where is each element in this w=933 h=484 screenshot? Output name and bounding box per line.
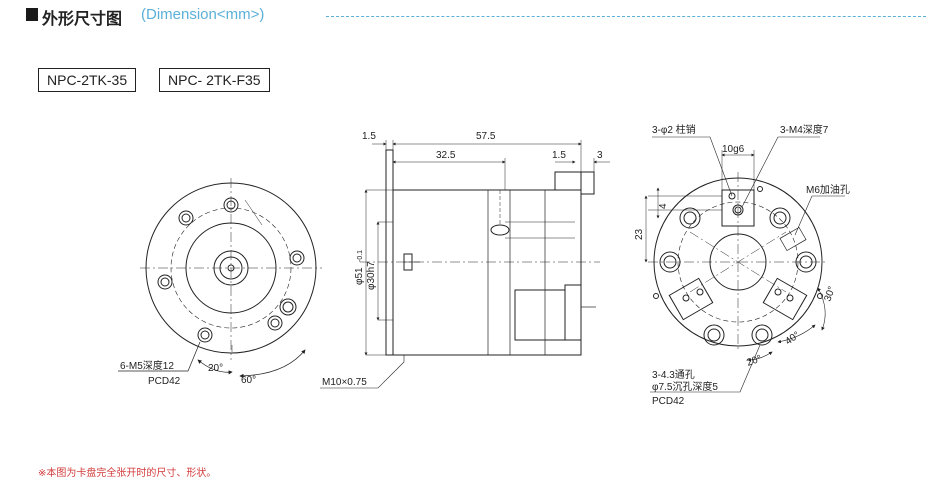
side-dim-3: 3 — [597, 150, 603, 161]
rear-fit-label: 10g6 — [722, 144, 745, 155]
side-dia-30: φ30h7 — [366, 261, 377, 290]
front-angle-60: 60° — [241, 375, 256, 386]
section-header: 外形尺寸图 (Dimension<mm>) — [26, 4, 926, 28]
rear-dim-4: 4 — [658, 203, 669, 209]
header-bullet-icon — [26, 8, 38, 21]
rear-view — [644, 136, 845, 393]
section-subtitle: (Dimension<mm>) — [141, 6, 265, 23]
rear-jaw-right — [762, 277, 808, 321]
front-angle-20: 20° — [208, 363, 223, 374]
front-pcd-label: PCD42 — [148, 376, 181, 387]
side-dim-57-5: 57.5 — [476, 131, 496, 142]
header-divider — [326, 16, 926, 17]
rear-angle-30: 30° — [822, 285, 838, 303]
rear-oil-label: M6加油孔 — [806, 183, 850, 196]
rear-hole-label-1: 3-4.3通孔 — [652, 369, 695, 381]
rear-m4-label: 3-M4深度7 — [780, 123, 829, 136]
side-flange — [385, 149, 394, 356]
model-label-2: NPC- 2TK-F35 — [159, 68, 270, 92]
rear-dim-23: 23 — [634, 228, 645, 240]
side-dia-51-tol: -0.1 — [357, 250, 364, 262]
side-dim-32-5: 32.5 — [436, 150, 456, 161]
side-view — [320, 140, 610, 389]
side-dim-1-5-left: 1.5 — [362, 131, 376, 142]
rear-pcd-label: PCD42 — [652, 396, 685, 407]
side-thread-label: M10×0.75 — [322, 377, 367, 388]
side-dia-51: φ51 — [354, 267, 365, 285]
rear-hole-label-2: φ7.5沉孔深度5 — [652, 380, 718, 393]
model-label-1: NPC-2TK-35 — [38, 68, 137, 92]
side-body — [392, 189, 582, 356]
front-holes — [157, 197, 305, 343]
front-holes-label: 6-M5深度12 — [120, 359, 174, 372]
rear-jaw-left — [668, 277, 714, 321]
rear-angle-40: 40° — [783, 330, 802, 348]
footnote: ※本图为卡盘完全张开时的尺寸、形状。 — [38, 468, 217, 479]
rear-angle-20: 20° — [745, 353, 763, 369]
section-title: 外形尺寸图 — [42, 11, 123, 28]
front-view — [118, 178, 322, 379]
rear-pin-label: 3-φ2 柱销 — [652, 123, 696, 136]
side-dim-1-5-right: 1.5 — [552, 150, 566, 161]
